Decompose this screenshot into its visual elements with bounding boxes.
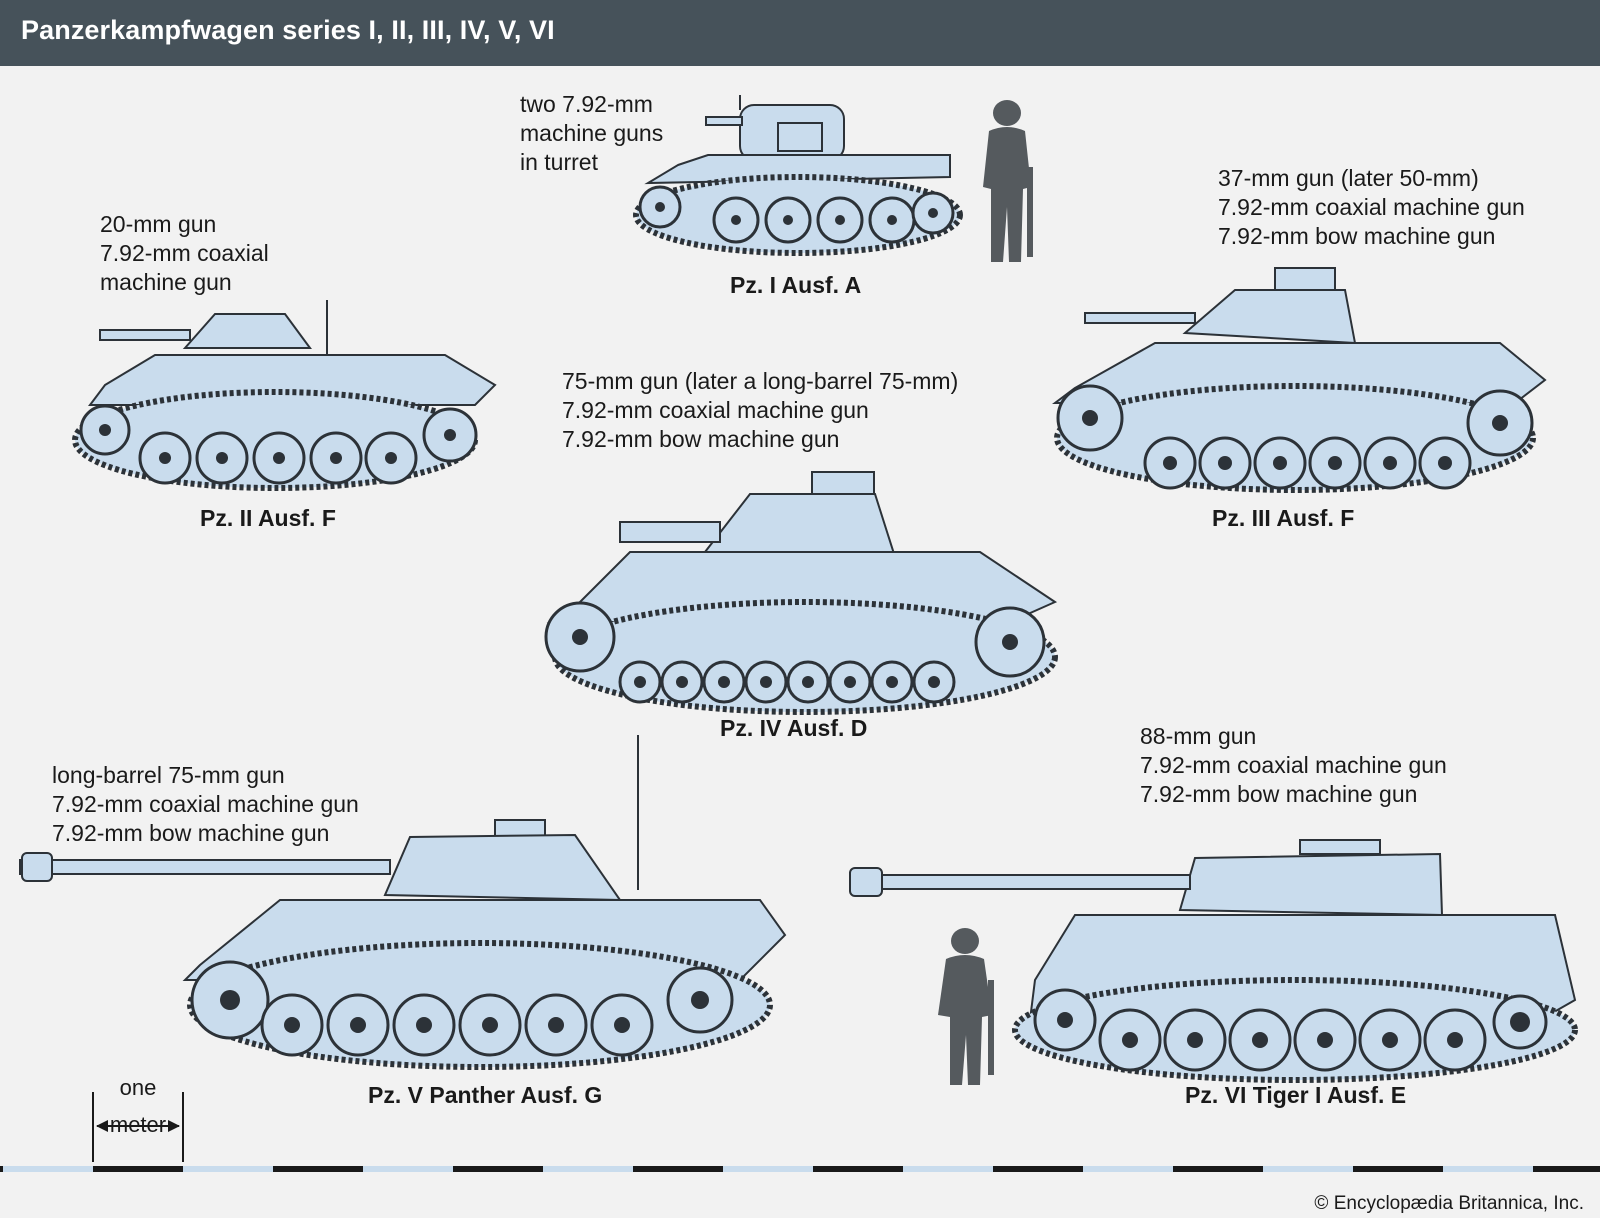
- scale-bar: [0, 1092, 1600, 1172]
- pz1-spec-line: two 7.92-mm: [520, 91, 653, 117]
- soldier-silhouette-icon: [975, 97, 1045, 272]
- pz2-spec-line: 20-mm gun: [100, 211, 217, 237]
- pz6-spec-line: 7.92-mm coaxial machine gun: [1140, 752, 1447, 778]
- pz5-caption: Pz. V Panther Ausf. G: [368, 1082, 603, 1108]
- pz2-spec-line: 7.92-mm coaxial: [100, 240, 269, 266]
- pz1-spec-line: in turret: [520, 149, 598, 175]
- pz5-spec-line: long-barrel 75-mm gun: [52, 762, 285, 788]
- pz3-spec-line: 37-mm gun (later 50-mm): [1218, 165, 1479, 191]
- pz4-spec-line: 7.92-mm bow machine gun: [562, 426, 840, 452]
- scale-label-one: one: [119, 1075, 157, 1100]
- pz3-tank-illustration: [1045, 267, 1550, 503]
- pz2-tank-illustration: [65, 300, 500, 500]
- pz5-tank-illustration: [19, 735, 800, 1080]
- pz2-specs: 20-mm gun 7.92-mm coaxial machine gun: [100, 210, 269, 297]
- pz4-spec-line: 75-mm gun (later a long-barrel 75-mm): [562, 368, 959, 394]
- pz1-caption: Pz. I Ausf. A: [730, 272, 862, 298]
- pz6-spec-line: 88-mm gun: [1140, 723, 1257, 749]
- pz5-spec-line: 7.92-mm bow machine gun: [52, 820, 330, 846]
- pz3-specs: 37-mm gun (later 50-mm) 7.92-mm coaxial …: [1218, 164, 1525, 251]
- pz1-tank-illustration: [628, 95, 968, 260]
- pz3-caption: Pz. III Ausf. F: [1212, 505, 1355, 531]
- pz4-specs: 75-mm gun (later a long-barrel 75-mm) 7.…: [562, 367, 958, 454]
- pz3-spec-line: 7.92-mm coaxial machine gun: [1218, 194, 1525, 220]
- pz6-spec-line: 7.92-mm bow machine gun: [1140, 781, 1418, 807]
- pz3-spec-line: 7.92-mm bow machine gun: [1218, 223, 1496, 249]
- pz6-specs: 88-mm gun 7.92-mm coaxial machine gun 7.…: [1140, 722, 1447, 809]
- pz4-caption: Pz. IV Ausf. D: [720, 715, 868, 741]
- page-title: Panzerkampfwagen series I, II, III, IV, …: [21, 15, 555, 45]
- pz2-spec-line: machine gun: [100, 269, 232, 295]
- pz4-tank-illustration: [540, 471, 1060, 717]
- scale-label-meter: meter: [109, 1112, 167, 1137]
- pz5-specs: long-barrel 75-mm gun 7.92-mm coaxial ma…: [52, 761, 359, 848]
- copyright-credit: © Encyclopædia Britannica, Inc.: [1314, 1193, 1584, 1214]
- pz2-caption: Pz. II Ausf. F: [200, 505, 336, 531]
- pz6-caption: Pz. VI Tiger I Ausf. E: [1185, 1082, 1407, 1108]
- pz4-spec-line: 7.92-mm coaxial machine gun: [562, 397, 869, 423]
- soldier-silhouette-icon: [930, 925, 1010, 1095]
- header-bar: Panzerkampfwagen series I, II, III, IV, …: [0, 0, 1600, 66]
- pz6-tank-illustration: [849, 839, 1580, 1090]
- pz1-spec-line: machine guns: [520, 120, 664, 146]
- pz5-spec-line: 7.92-mm coaxial machine gun: [52, 791, 359, 817]
- pz1-specs: two 7.92-mm machine guns in turret: [520, 90, 663, 177]
